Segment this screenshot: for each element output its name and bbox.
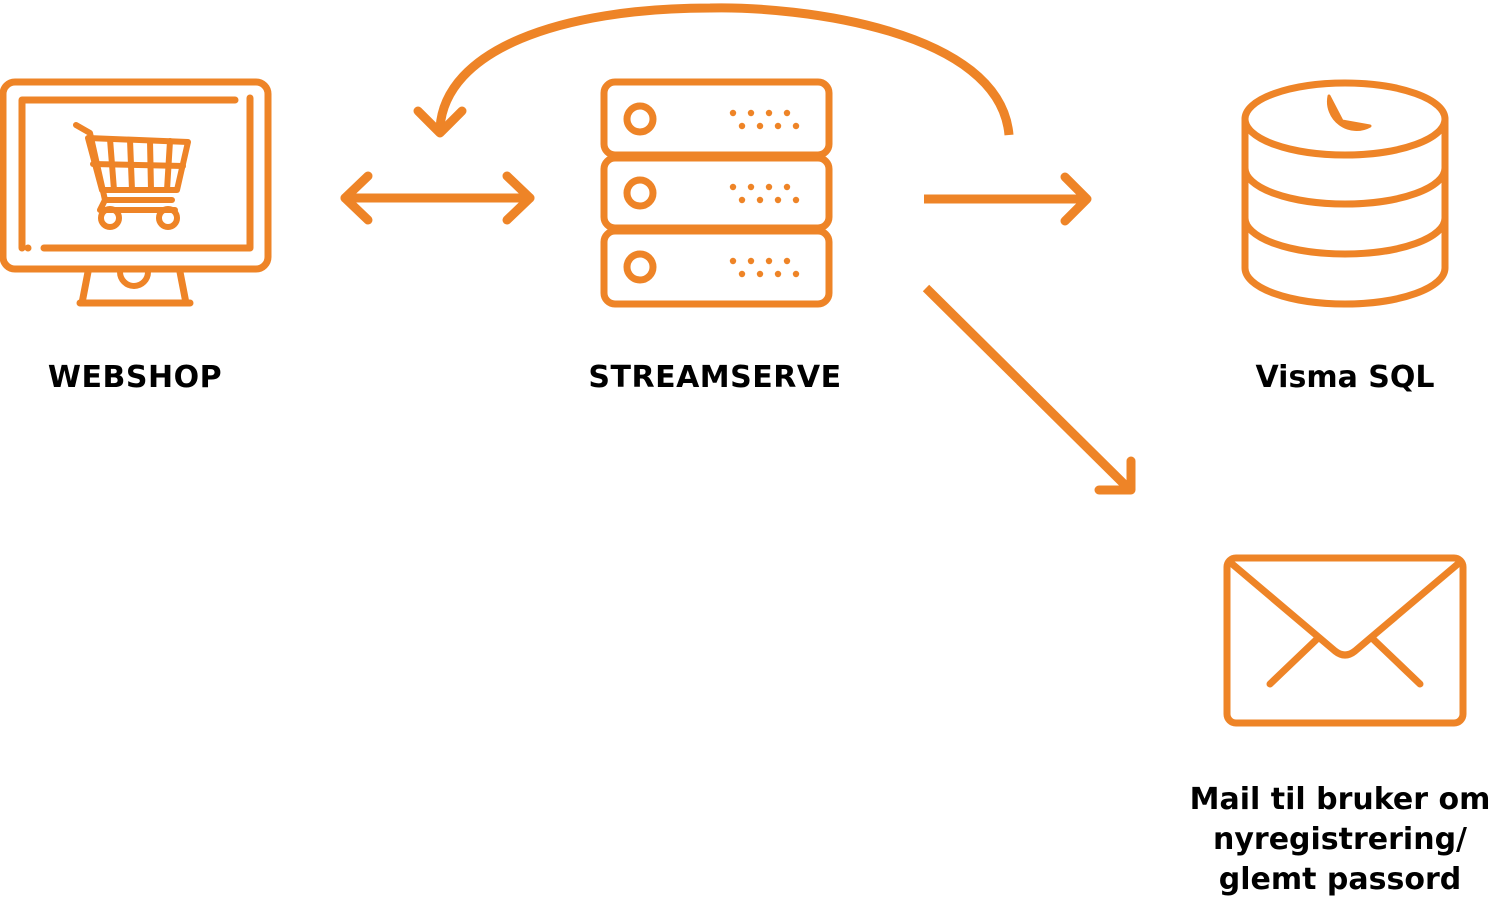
arrow-streamserve-to-mail (922, 284, 1136, 495)
mail-label: Mail til bruker om nyregistrering/ glemt… (1189, 782, 1491, 897)
server-stack-icon (600, 78, 833, 308)
database-icon (1241, 79, 1449, 308)
envelope-icon (1223, 554, 1467, 727)
double-arrow-webshop-streamserve (340, 171, 535, 225)
computer-shopping-cart-icon (0, 78, 272, 307)
streamserve-label: STREAMSERVE (588, 360, 842, 395)
arrow-streamserve-to-visma (924, 172, 1092, 226)
curved-arrow-visma-to-webshop (413, 3, 1014, 138)
webshop-label: WEBSHOP (47, 360, 223, 395)
shopping-cart-icon (73, 122, 191, 230)
visma-sql-label: Visma SQL (1255, 360, 1435, 395)
clock-hand-icon (1326, 94, 1372, 131)
